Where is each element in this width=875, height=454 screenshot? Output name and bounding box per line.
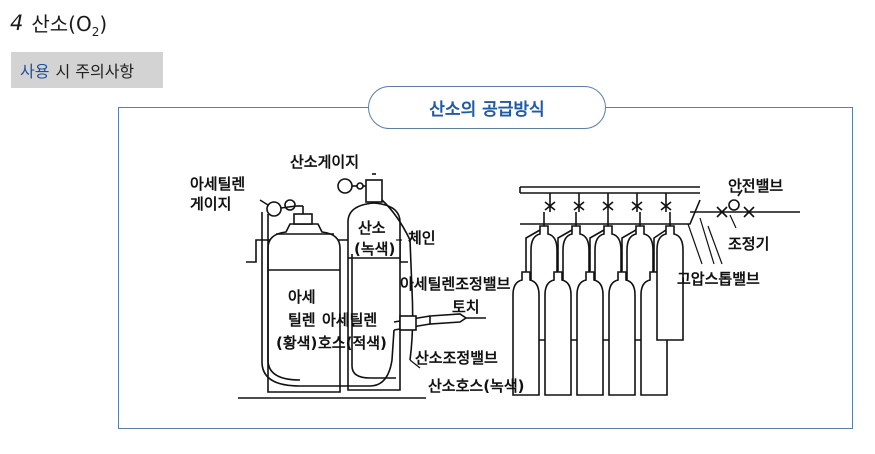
label-oxygen-tank-1: 산소 <box>358 219 386 237</box>
cylinder-row-lower <box>512 225 684 396</box>
oxygen-gauge <box>337 178 366 194</box>
label-acetylene-valve: 아세틸렌조정밸브 <box>400 275 511 293</box>
oxygen-tank <box>347 173 401 391</box>
label-high-pressure-stop-valve: 고압스톱밸브 <box>677 270 760 288</box>
label-acetylene-tank-2: 틸렌 <box>288 311 316 329</box>
label-acetylene-tank-3: (황색) <box>276 334 317 352</box>
acetylene-gauge <box>259 199 303 217</box>
label-acetylene-hose-1: 아세틸렌 <box>322 311 377 329</box>
label-acetylene-gauge-1: 아세틸렌 <box>190 175 245 193</box>
section-heading: 4 산소(O2) <box>10 8 108 39</box>
leader-lines <box>396 214 737 369</box>
label-acetylene-tank-1: 아세 <box>288 288 316 306</box>
acetylene-tank <box>267 206 341 393</box>
figure-title: 산소의 공급방식 <box>368 86 606 129</box>
section-number: 4 <box>10 11 24 35</box>
subheading-accent: 사용 <box>20 62 50 81</box>
label-acetylene-hose-2: 호스(적색) <box>318 334 387 352</box>
label-oxygen-tank-2: (녹색) <box>354 240 395 258</box>
label-torch: 토치 <box>452 298 480 316</box>
oxygen-hose <box>381 199 414 361</box>
label-regulator: 조정기 <box>728 235 769 253</box>
safety-valve <box>716 189 755 218</box>
label-oxygen-valve: 산소조정밸브 <box>415 349 498 367</box>
label-chain: 체인 <box>408 229 436 247</box>
label-oxygen-gauge: 산소게이지 <box>290 153 359 171</box>
section-title: 산소(O2) <box>31 11 108 39</box>
label-oxygen-hose: 산소호스(녹색) <box>428 377 525 395</box>
subheading-text: 시 주의사항 <box>55 62 135 81</box>
cylinder-connectors <box>525 212 671 272</box>
acetylene-hose <box>261 212 395 387</box>
label-safety-valve: 안전밸브 <box>728 177 783 195</box>
label-acetylene-gauge-2: 게이지 <box>190 195 231 213</box>
torch <box>393 313 486 331</box>
subheading-bar: 사용 시 주의사항 <box>11 52 163 88</box>
manifold-valves <box>544 193 672 212</box>
